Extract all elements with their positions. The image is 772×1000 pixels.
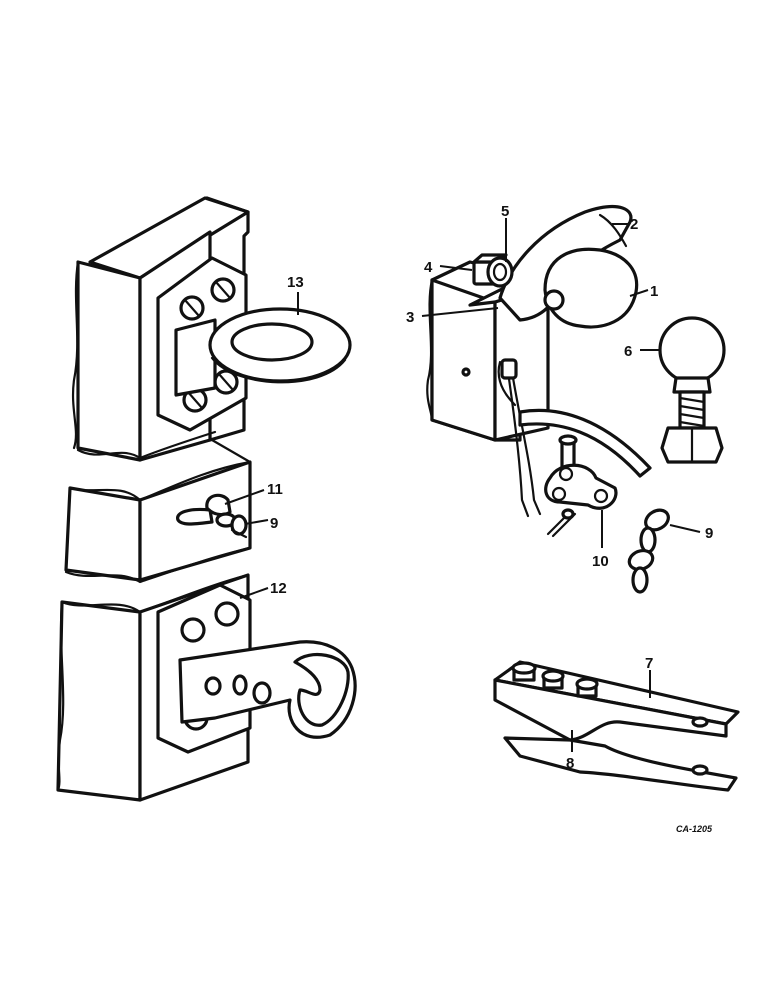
safety-chain — [627, 508, 670, 594]
rivet-icon — [461, 367, 471, 377]
coupler-cable — [497, 358, 542, 518]
callout-12: 12 — [270, 580, 287, 597]
pintle-hook — [178, 640, 357, 739]
drawbar — [493, 660, 740, 792]
nut-icon — [575, 677, 599, 691]
nut-icon — [511, 661, 537, 675]
callout-labels: 1 2 3 4 5 6 7 8 9 9 10 11 12 13 — [267, 203, 713, 772]
safety-chain-hook — [176, 493, 248, 539]
bolt-head-icon — [214, 601, 240, 627]
ball-socket — [543, 247, 639, 329]
cotter-pin — [546, 508, 577, 538]
drawbar-bolts — [511, 661, 599, 698]
coupler-lock-nut — [472, 253, 514, 288]
hitch-ball — [658, 316, 726, 464]
tow-ring — [174, 307, 352, 397]
callout-13: 13 — [287, 274, 304, 291]
callout-9-right: 9 — [705, 525, 713, 542]
nut-icon — [541, 669, 565, 683]
callout-3: 3 — [406, 309, 414, 326]
callout-5: 5 — [501, 203, 509, 220]
safety-clip-plate — [544, 463, 618, 510]
reference-code: CA-1205 — [676, 824, 713, 834]
callout-7: 7 — [645, 655, 653, 672]
callout-11: 11 — [267, 481, 283, 498]
callout-2: 2 — [630, 216, 638, 233]
leader-lines — [224, 218, 701, 752]
bolt-head-icon — [180, 617, 206, 643]
callout-6: 6 — [624, 343, 632, 360]
callout-10: 10 — [592, 553, 609, 570]
callout-8: 8 — [566, 755, 574, 772]
callout-1: 1 — [650, 283, 658, 300]
callout-9-left: 9 — [270, 515, 278, 532]
hitch-hose — [518, 408, 652, 478]
callout-4: 4 — [424, 259, 433, 276]
